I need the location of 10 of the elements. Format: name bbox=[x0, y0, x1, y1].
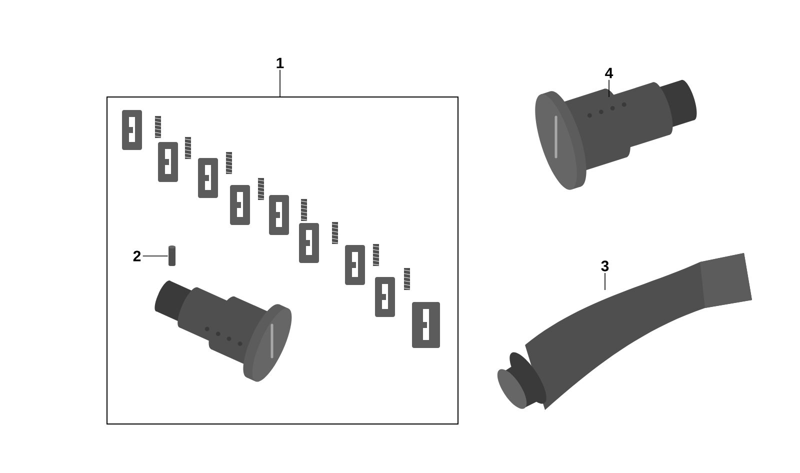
callout-number: 2 bbox=[133, 250, 141, 262]
leader-line bbox=[608, 79, 610, 98]
callout-number: 3 bbox=[601, 260, 609, 272]
lock-cylinder-drawing bbox=[535, 80, 697, 190]
pin-drawing bbox=[168, 246, 176, 266]
parts-frame bbox=[106, 96, 458, 424]
callout-number: 1 bbox=[276, 58, 284, 68]
grease-tube-drawing bbox=[497, 253, 752, 410]
callout-number: 4 bbox=[605, 68, 614, 78]
leader-line bbox=[604, 272, 606, 290]
